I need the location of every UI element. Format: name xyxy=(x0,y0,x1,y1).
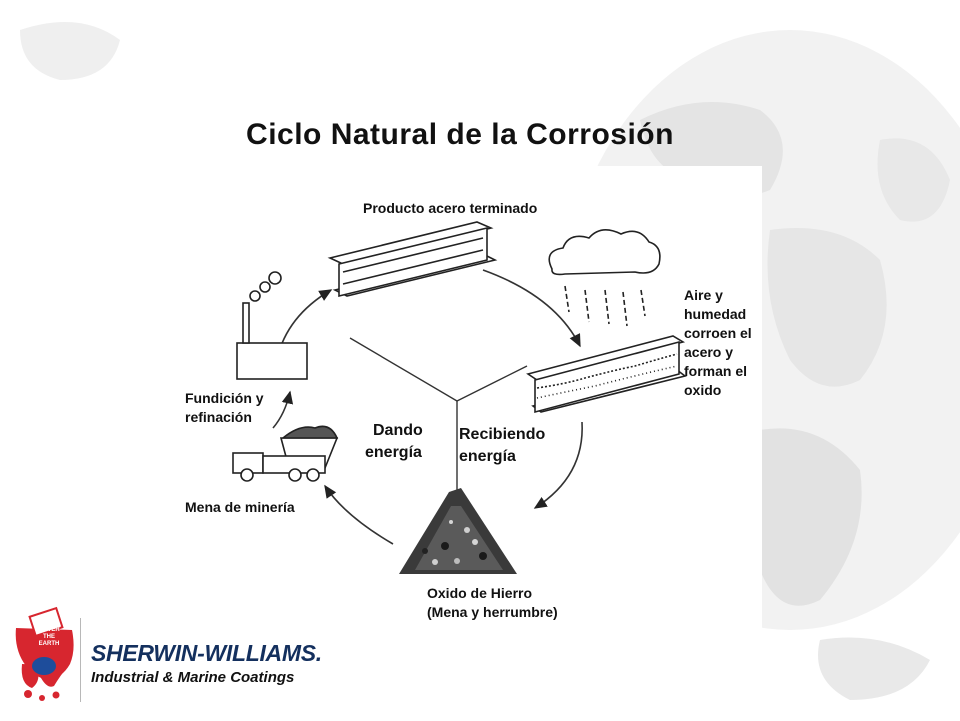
center-line-left xyxy=(349,337,458,402)
label-corrosion-line-3: corroen el xyxy=(684,325,752,341)
label-finished-product: Producto acero terminado xyxy=(363,200,538,216)
label-corrosion-line-4: acero y xyxy=(684,344,734,360)
center-line-right xyxy=(456,365,528,402)
label-iron-oxide-line-1: Oxido de Hierro xyxy=(427,585,533,601)
mining-truck-icon xyxy=(232,425,339,482)
factory-icon xyxy=(236,271,308,380)
brand-name: SHERWIN-WILLIAMS. xyxy=(91,640,322,666)
label-iron-oxide-line-2: (Mena y herrumbre) xyxy=(427,604,558,620)
arrow-product-to-corrosion xyxy=(482,269,581,348)
steel-beam-icon xyxy=(327,221,498,298)
label-corrosion-line-1: Aire y xyxy=(684,287,723,303)
slide-title: Ciclo Natural de la Corrosión xyxy=(246,118,674,151)
label-smelting-line-2: refinación xyxy=(185,409,252,425)
label-giving-energy-line-2: energía xyxy=(365,444,422,461)
arrow-mining-to-smelting xyxy=(272,390,294,429)
logo-can-text: COVER THE EARTH xyxy=(38,627,60,647)
label-corrosion-line-2: humedad xyxy=(684,306,747,322)
label-corrosion-line-5: forman el xyxy=(684,363,748,379)
label-corrosion-line-6: oxido xyxy=(684,382,722,398)
corrosion-cycle-diagram: Producto acero terminado Aire y humedad … xyxy=(165,166,762,632)
brand-tagline: Industrial & Marine Coatings xyxy=(91,669,295,686)
arrow-corrosion-to-oxide xyxy=(533,421,583,509)
cycle-illustration xyxy=(232,221,687,574)
label-receiving-energy-line-1: Recibiendo xyxy=(459,426,546,443)
label-receiving-energy-line-2: energía xyxy=(459,448,516,465)
label-mining: Mena de minería xyxy=(185,499,295,515)
cover-the-earth-icon xyxy=(15,606,74,701)
label-giving-energy-line-1: Dando xyxy=(373,422,423,439)
sherwin-williams-logo: COVER THE EARTH SHERWIN-WILLIAMS. Indust… xyxy=(10,606,322,716)
iron-oxide-pile-icon xyxy=(399,488,517,574)
arrow-oxide-to-mining xyxy=(324,484,394,545)
corroded-beam-icon xyxy=(526,335,687,414)
logo-divider xyxy=(80,618,81,702)
label-smelting-line-1: Fundición y xyxy=(185,390,264,406)
rain-cloud-icon xyxy=(548,229,661,327)
